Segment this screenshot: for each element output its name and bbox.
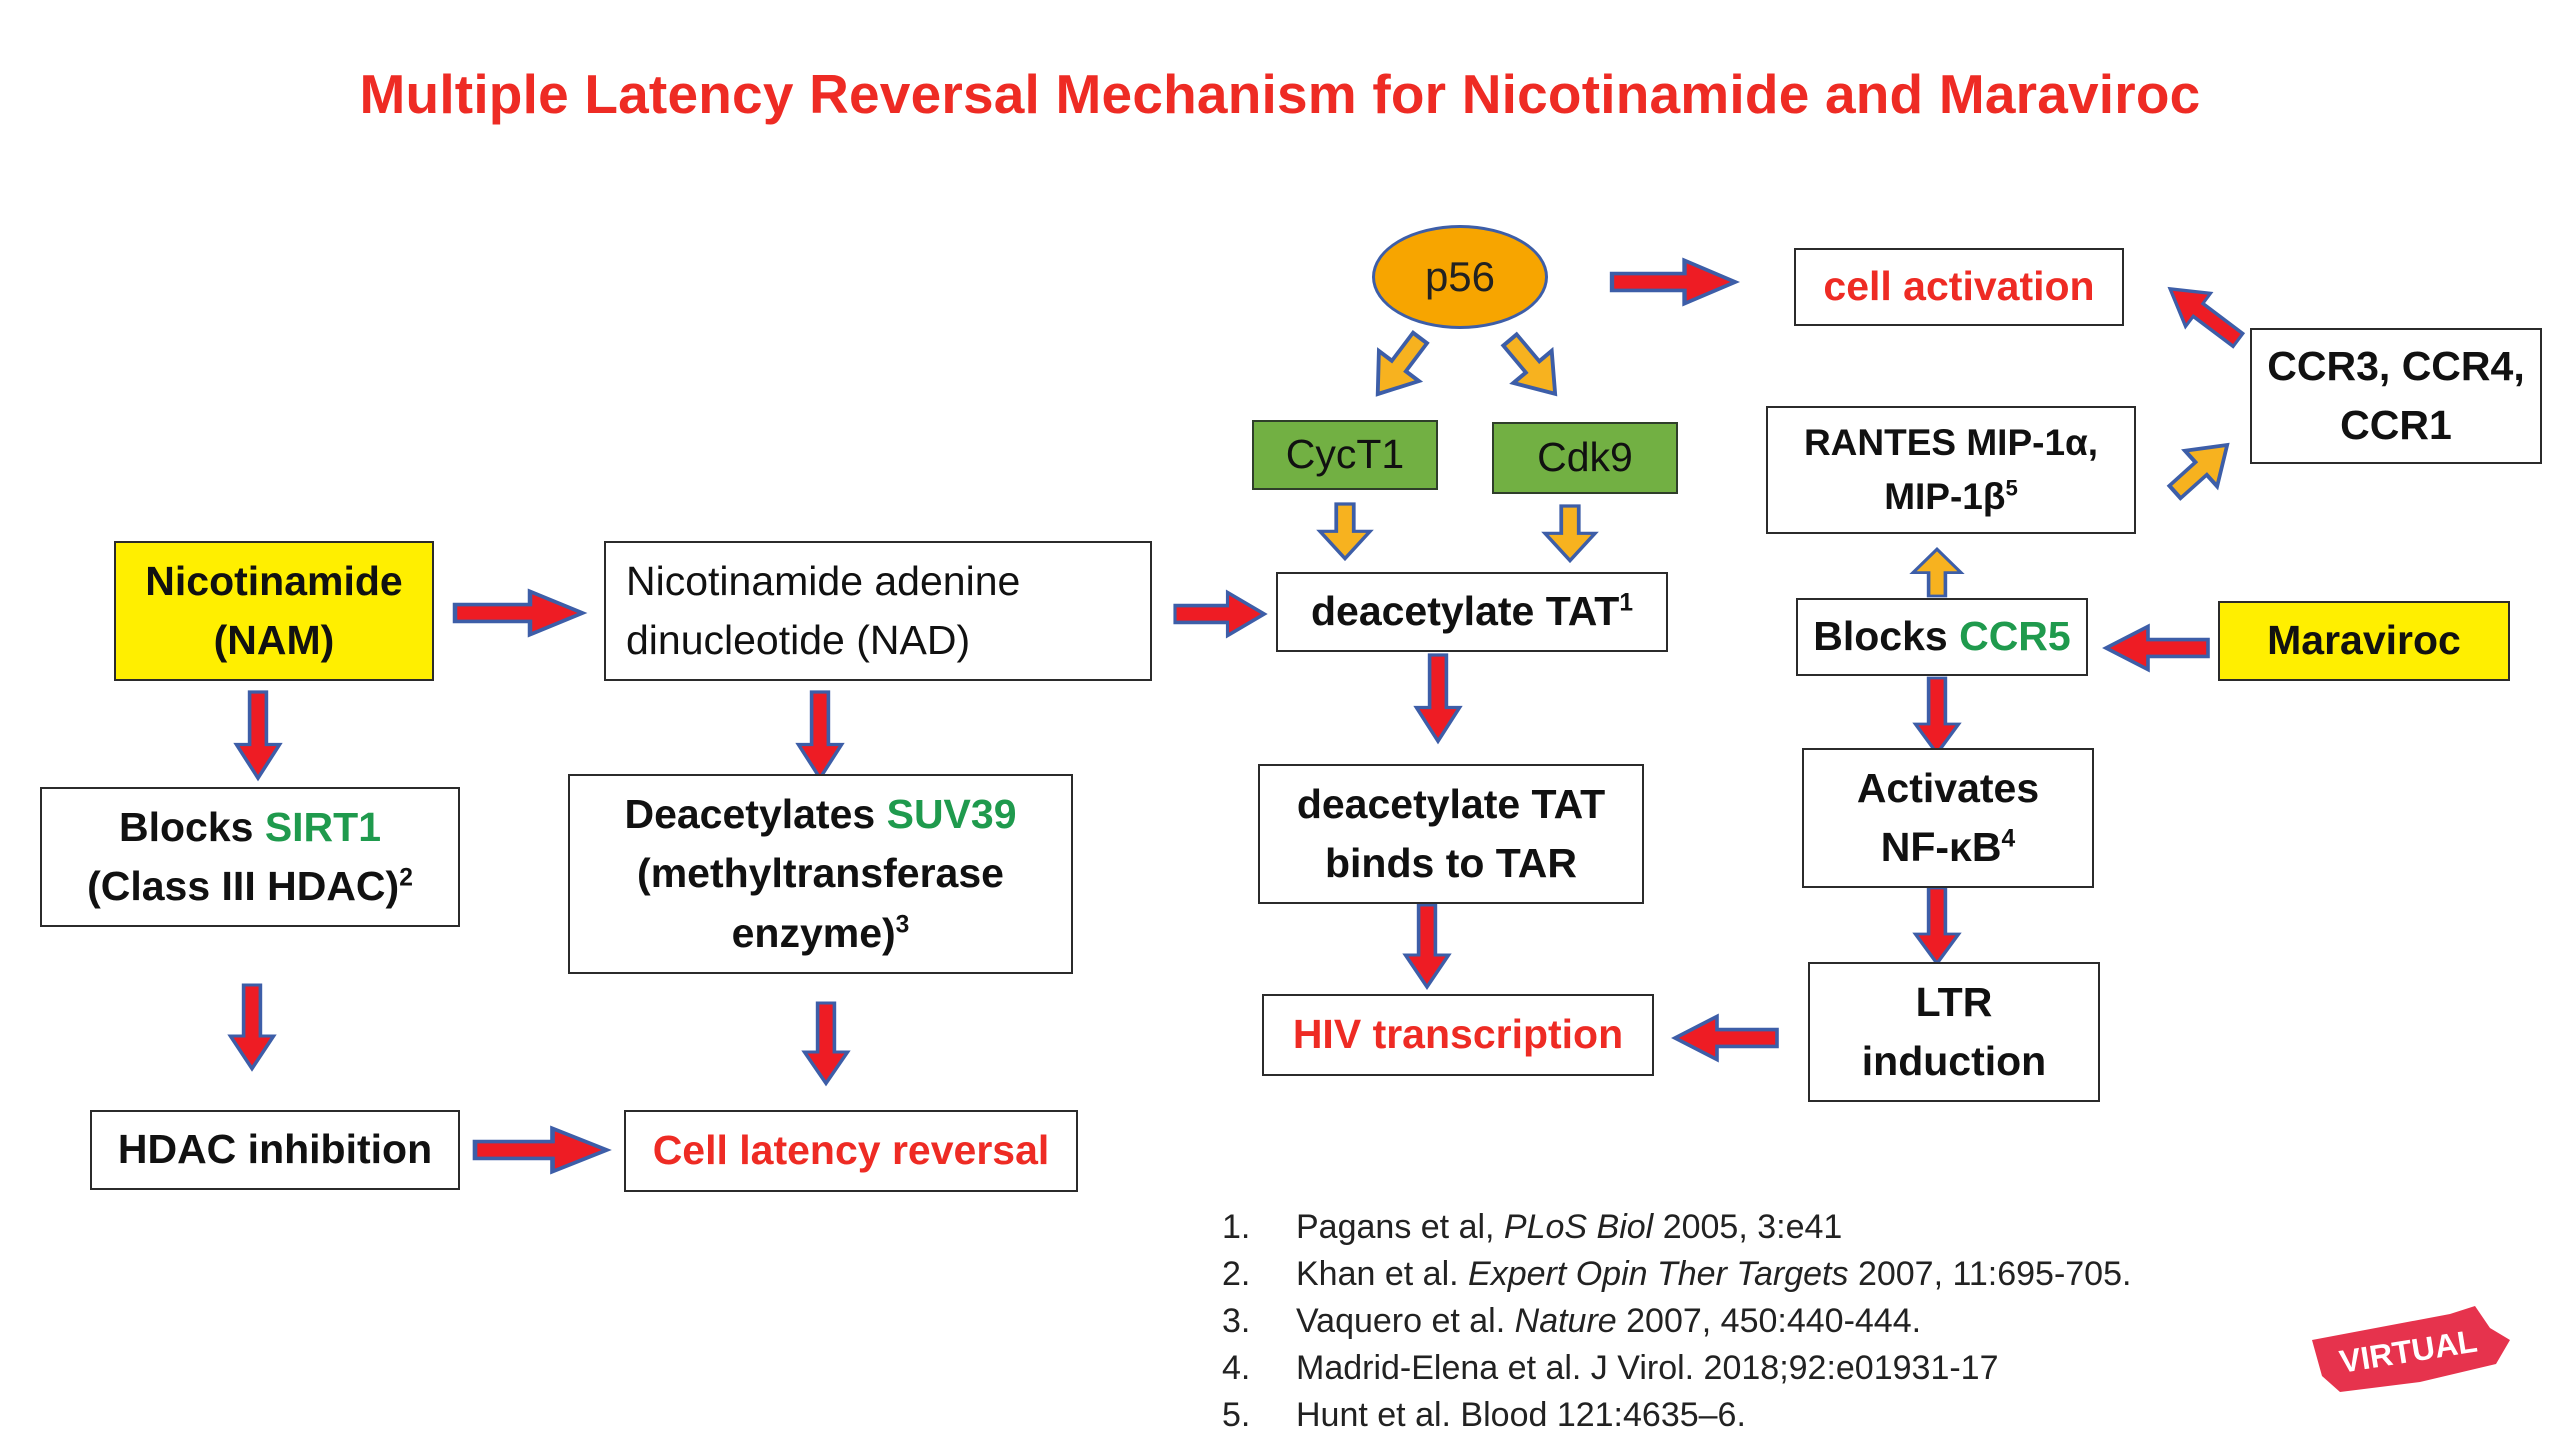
arrow-nam-to-nad bbox=[455, 591, 583, 634]
nfkb-ref: 4 bbox=[2001, 825, 2016, 853]
node-activates-nfkb: Activates NF-κB4 bbox=[1802, 748, 2094, 888]
node-nad-line1: Nicotinamide adenine bbox=[626, 557, 1021, 604]
reference-item: 5. Hunt et al. Blood 121:4635–6. bbox=[1222, 1396, 1746, 1434]
node-hdac-inhibition: HDAC inhibition bbox=[90, 1110, 460, 1190]
rantes-ref: 5 bbox=[2005, 475, 2018, 501]
nfkb-line1: Activates bbox=[1856, 764, 2040, 811]
suv-line3: enzyme) bbox=[731, 909, 896, 956]
page-title: Multiple Latency Reversal Mechanism for … bbox=[359, 63, 2201, 125]
node-p56: p56 bbox=[1372, 225, 1548, 329]
node-nad-line2: dinucleotide (NAD) bbox=[626, 617, 971, 663]
virtual-logo: VIRTUAL bbox=[2312, 1306, 2510, 1392]
arrow-nfkb-to-ltr bbox=[1913, 886, 1961, 966]
node-nicotinamide-abbrev: (NAM) bbox=[213, 617, 335, 663]
sirt-prefix: Blocks bbox=[118, 803, 265, 850]
ccr5-highlight: CCR5 bbox=[1959, 613, 2071, 660]
suv-line2: (methyltransferase bbox=[637, 850, 1004, 897]
arrow-nad-to-suv bbox=[796, 690, 844, 780]
ltr-line1: LTR bbox=[1915, 978, 1993, 1025]
sirt-class: (Class III HDAC) bbox=[87, 863, 400, 909]
arrow-sirt-to-hdac bbox=[228, 983, 276, 1071]
references-list: 1. Pagans et al, PLoS Biol 2005, 3:e41 2… bbox=[1222, 1204, 2131, 1439]
arrow-rantes-to-ccr bbox=[2157, 425, 2246, 512]
arrow-ccr5-to-rantes bbox=[1911, 547, 1963, 598]
node-deacetylates-suv39: Deacetylates SUV39 (methyltransferase en… bbox=[568, 774, 1073, 974]
binds-line2: binds to TAR bbox=[1324, 840, 1578, 886]
reference-item: 4. Madrid-Elena et al. J Virol. 2018;92:… bbox=[1222, 1349, 1999, 1387]
node-blocks-ccr5: Blocks CCR5 bbox=[1796, 598, 2088, 676]
arrow-p56-to-activation bbox=[1612, 260, 1735, 303]
node-nicotinamide-label: Nicotinamide bbox=[145, 557, 403, 604]
arrow-tat-to-binds bbox=[1414, 653, 1462, 743]
arrow-p56-to-cyct1 bbox=[1355, 320, 1442, 412]
arrow-suv-to-latency bbox=[802, 1001, 850, 1086]
arrow-ccr5-to-nfkb bbox=[1913, 676, 1961, 756]
suv-prefix: Deacetylates bbox=[624, 790, 887, 837]
node-blocks-sirt1: Blocks SIRT1 (Class III HDAC)2 bbox=[40, 787, 460, 927]
ccr-line2: CCR1 bbox=[2340, 402, 2452, 448]
rantes-line2: MIP-1β bbox=[1884, 476, 2006, 517]
ccr5-prefix: Blocks bbox=[1813, 613, 1960, 660]
suv-ref: 3 bbox=[895, 911, 910, 939]
arrow-ltr-to-hiv bbox=[1673, 1014, 1779, 1062]
reference-item: 3. Vaquero et al. Nature 2007, 450:440-4… bbox=[1222, 1302, 1922, 1340]
suv39-highlight: SUV39 bbox=[886, 790, 1017, 837]
node-maraviroc: Maraviroc bbox=[2218, 601, 2510, 681]
node-cell-latency-reversal: Cell latency reversal bbox=[624, 1110, 1078, 1192]
arrow-p56-to-cdk9 bbox=[1488, 321, 1577, 412]
deac-tat-ref: 1 bbox=[1619, 589, 1634, 617]
nfkb-line2: NF-κB bbox=[1880, 824, 2002, 870]
node-ccr3-ccr4-ccr1: CCR3, CCR4, CCR1 bbox=[2250, 328, 2542, 464]
sirt1-highlight: SIRT1 bbox=[264, 803, 382, 850]
arrow-cyct1-to-tat bbox=[1318, 502, 1372, 561]
node-tat-binds-tar: deacetylate TAT binds to TAR bbox=[1258, 764, 1644, 904]
arrow-maraviroc-to-ccr5 bbox=[2104, 624, 2210, 672]
node-cdk9: Cdk9 bbox=[1492, 422, 1678, 494]
deac-tat-text: deacetylate TAT bbox=[1310, 588, 1620, 635]
node-rantes-mip: RANTES MIP-1α, MIP-1β5 bbox=[1766, 406, 2136, 534]
reference-item: 2. Khan et al. Expert Opin Ther Targets … bbox=[1222, 1255, 2132, 1293]
arrow-ccr-to-activation bbox=[2156, 270, 2253, 359]
binds-line1: deacetylate TAT bbox=[1296, 780, 1606, 827]
sirt-ref: 2 bbox=[399, 864, 413, 892]
node-cell-activation: cell activation bbox=[1794, 248, 2124, 326]
node-hiv-transcription: HIV transcription bbox=[1262, 994, 1654, 1076]
arrow-nam-to-sirt bbox=[234, 690, 282, 780]
ltr-line2: induction bbox=[1861, 1038, 2047, 1084]
node-nad: Nicotinamide adenine dinucleotide (NAD) bbox=[604, 541, 1152, 681]
node-nicotinamide: Nicotinamide (NAM) bbox=[114, 541, 434, 681]
arrow-nad-to-tat bbox=[1173, 590, 1267, 638]
arrow-binds-to-hiv bbox=[1403, 903, 1451, 989]
reference-item: 1. Pagans et al, PLoS Biol 2005, 3:e41 bbox=[1222, 1208, 1843, 1246]
rantes-line1: RANTES MIP-1α, bbox=[1803, 422, 2099, 464]
node-ltr-induction: LTR induction bbox=[1808, 962, 2100, 1102]
node-cyct1: CycT1 bbox=[1252, 420, 1438, 490]
node-deacetylate-tat: deacetylate TAT1 bbox=[1276, 572, 1668, 652]
ccr-line1: CCR3, CCR4, bbox=[2267, 342, 2525, 389]
arrow-hdac-to-latency bbox=[475, 1128, 607, 1171]
arrow-cdk9-to-tat bbox=[1543, 504, 1597, 563]
